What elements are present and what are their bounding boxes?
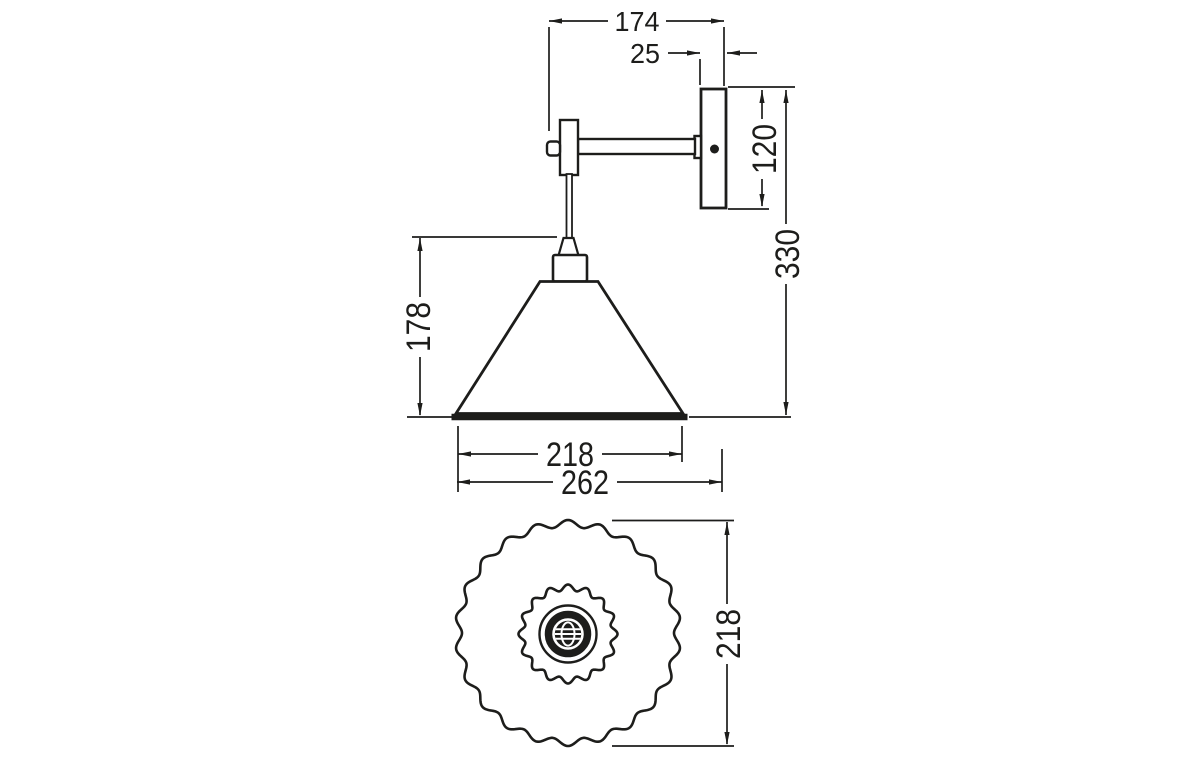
arrowhead-up — [783, 90, 789, 103]
pivot-knob — [545, 140, 562, 157]
dimension-120: 120 — [728, 86, 795, 210]
dim-label-depth-overall: 174 — [615, 6, 660, 37]
arrowhead-right — [711, 18, 724, 24]
dimension-218-side: 218 — [457, 426, 683, 492]
wall-plate — [699, 87, 728, 210]
shade-cone — [453, 280, 686, 415]
arrowhead-right — [669, 451, 682, 457]
arm-bar — [576, 137, 697, 156]
dim-label-height-overall: 330 — [769, 229, 807, 279]
suspension-rod — [551, 173, 589, 283]
arrowhead-left — [549, 18, 562, 24]
mounting-arm — [545, 118, 703, 177]
dim-label-width-overall: 262 — [561, 464, 609, 502]
arrowhead-left — [727, 50, 740, 56]
arrowhead-left — [458, 451, 471, 457]
dimension-178: 178 — [400, 236, 557, 418]
dim-label-backplate-depth: 25 — [630, 38, 660, 69]
dim-label-shade-diameter-bottom: 218 — [710, 609, 748, 659]
arrowhead-down — [724, 732, 730, 745]
dimension-330: 330 — [689, 90, 807, 418]
bulb-socket-detail — [554, 621, 582, 647]
arrowhead-up — [759, 90, 765, 103]
dim-label-shade-diameter: 218 — [546, 436, 594, 474]
dimension-25: 25 — [630, 38, 757, 85]
arrowhead-down — [759, 194, 765, 207]
dim-label-shade-height: 178 — [400, 302, 438, 352]
rod-taper-neck — [557, 236, 580, 257]
mounting-screw — [710, 144, 719, 154]
arrowhead-down — [417, 403, 423, 416]
socket-cup — [551, 253, 589, 283]
lamp-shade — [451, 280, 688, 421]
arrowhead-up — [724, 522, 730, 535]
dimension-262: 262 — [457, 449, 723, 502]
dimension-218-bottom: 218 — [612, 519, 748, 747]
arrowhead-right — [709, 479, 722, 485]
arrowhead-right — [687, 50, 700, 56]
arrowhead-up — [417, 238, 423, 251]
arrowhead-down — [783, 402, 789, 415]
socket-meridian — [560, 621, 576, 647]
dimension-174: 174 — [548, 6, 725, 131]
side-view — [451, 87, 728, 421]
bottom-view: 218 — [454, 518, 748, 748]
rod — [565, 173, 573, 239]
arrowhead-left — [457, 479, 470, 485]
socket-bottom — [538, 604, 598, 664]
pivot-block — [558, 118, 580, 177]
dim-label-backplate-height: 120 — [746, 124, 784, 174]
